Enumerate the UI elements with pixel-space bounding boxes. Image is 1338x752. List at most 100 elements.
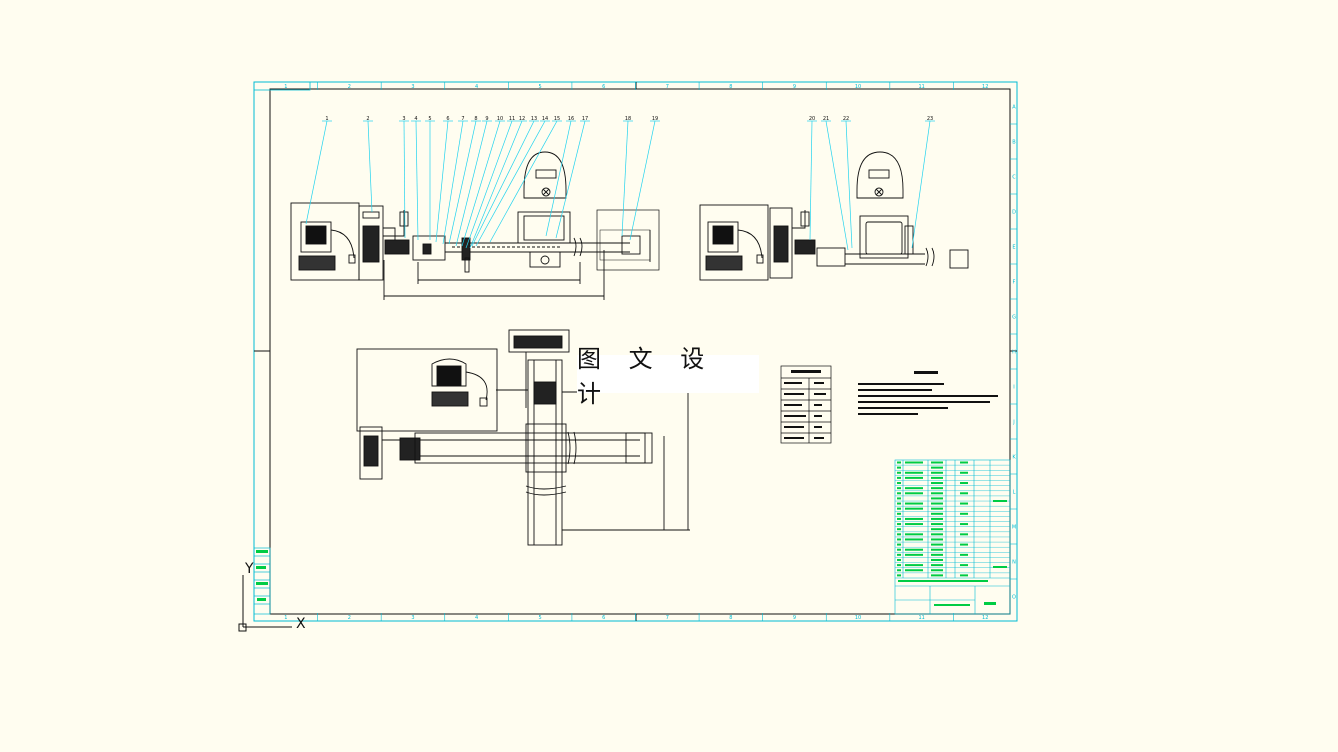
parts-cell-material [960,543,968,546]
zone-number: 8 [729,615,732,621]
balloon-number: 9 [485,116,488,122]
tech-parameter-text [784,370,826,439]
parts-cell-material [960,492,968,495]
parts-cell-code [905,523,923,526]
parts-cell-index [897,476,901,479]
balloon-number: 6 [446,116,449,122]
zone-letter: F [1013,280,1016,286]
parts-cell-code [905,564,923,567]
zone-letter: E [1012,245,1015,251]
zone-number: 12 [982,84,988,90]
zone-number: 11 [918,84,924,90]
zone-letter: M [1012,525,1016,531]
parts-cell-name [931,497,943,500]
balloon-number: 8 [474,116,477,122]
balloon-number: 11 [509,116,515,122]
parts-cell-name [931,466,943,469]
zone-letter: J [1012,420,1014,426]
zone-letter: H [1012,350,1016,356]
parts-cell-name [931,574,943,577]
leader-line [555,120,586,239]
leader-line [489,120,558,243]
tech-parameter-table [780,365,832,444]
balloon-number: 23 [927,116,933,122]
parts-list-rows [895,461,1010,606]
parts-cell-material [960,533,968,536]
parts-cell-note [993,566,1007,568]
zone-number: 4 [475,84,478,90]
side-table-text [256,550,268,601]
parts-cell-name [931,502,943,505]
balloon-number: 7 [461,116,464,122]
parts-cell-index [897,553,901,556]
parts-cell-index [897,533,901,536]
parts-cell-material [960,553,968,556]
zone-number: 4 [475,615,478,621]
parts-cell-code [905,476,923,479]
parts-cell-code [905,507,923,510]
ucs-y-label: Y [244,561,254,577]
zone-number: 12 [982,615,988,621]
parts-cell-index [897,502,901,505]
leader-line [448,120,477,245]
parts-cell-name [931,533,943,536]
view-1-elevation [290,151,660,300]
view-2-elevation [699,151,969,281]
parts-cell-index [897,543,901,546]
leader-line [442,120,464,245]
parts-cell-code [905,553,923,556]
leader-line [621,120,629,237]
watermark-label: 图 文 设 计 [577,345,759,408]
balloon-number: 5 [428,116,431,122]
parts-cell-index [897,512,901,515]
zone-number: 9 [793,615,796,621]
side-revision-table [253,547,271,615]
balloon-number: 17 [582,116,588,122]
zone-letter: N [1012,560,1016,566]
zone-letter: K [1012,455,1016,461]
balloon-number: 4 [414,116,417,122]
parts-cell-material [960,523,968,526]
parts-cell-name [931,553,943,556]
leader-line [825,120,849,251]
zone-letter: O [1012,595,1016,601]
parts-cell-name [931,517,943,520]
parts-cell-name [931,543,943,546]
balloon-number: 20 [809,116,815,122]
parts-cell-index [897,497,901,500]
balloon-number: 19 [652,116,658,122]
parts-cell-material [960,512,968,515]
zone-number: 1 [284,615,287,621]
balloon-number: 10 [497,116,503,122]
parts-cell-index [897,507,901,510]
parts-cell-code [905,538,923,541]
parts-cell-index [897,564,901,567]
parts-cell-note [993,500,1007,502]
zone-number: 5 [539,615,542,621]
zone-number: 7 [666,615,669,621]
leader-line [545,120,572,237]
zone-number: 2 [348,84,351,90]
parts-cell-name [931,482,943,485]
balloon-number: 1 [325,116,328,122]
leader-line [465,120,513,249]
zone-letter: G [1012,315,1016,321]
parts-cell-name [931,461,943,464]
leader-line [305,120,328,225]
balloon-number: 13 [531,116,537,122]
leader-line [403,120,406,239]
title-block-info [934,604,970,606]
parts-cell-material [960,471,968,474]
ucs-x-label: X [296,616,306,632]
parts-cell-index [897,528,901,531]
parts-cell-name [931,558,943,561]
parts-cell-code [905,471,923,474]
parts-cell-index [897,466,901,469]
zone-number: 5 [539,84,542,90]
zone-number: 9 [793,84,796,90]
parts-cell-name [931,548,943,551]
parts-cell-material [960,461,968,464]
parts-cell-index [897,538,901,541]
